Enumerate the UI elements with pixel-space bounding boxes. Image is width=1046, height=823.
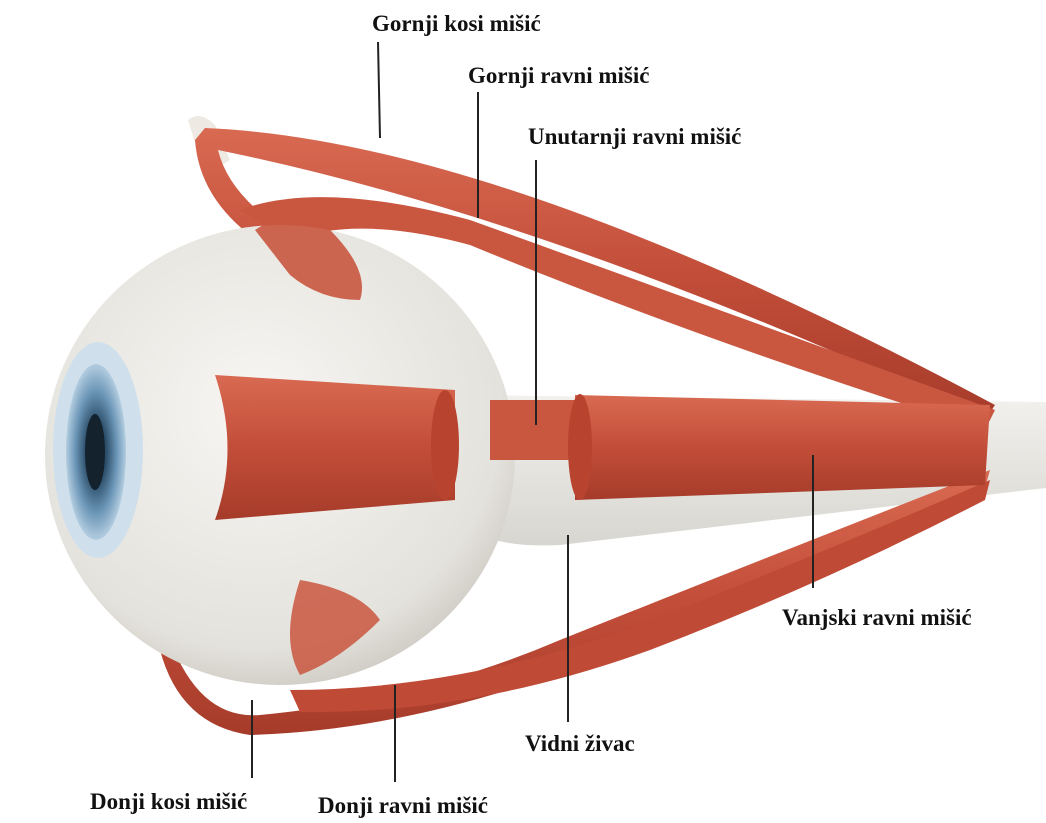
lateral-rectus-cut-back: [568, 394, 592, 500]
leader-gornji-kosi: [378, 42, 380, 138]
label-donji-kosi-misic: Donji kosi mišić: [90, 790, 247, 813]
label-vidni-zivac: Vidni živac: [525, 732, 635, 755]
label-gornji-ravni-misic: Gornji ravni mišić: [468, 64, 649, 87]
label-vanjski-ravni-misic: Vanjski ravni mišić: [782, 606, 972, 629]
lateral-rectus-posterior: [575, 395, 990, 500]
label-gornji-kosi-misic: Gornji kosi mišić: [372, 12, 541, 35]
label-donji-ravni-misic: Donji ravni mišić: [318, 794, 488, 817]
lateral-rectus-cut-front: [431, 390, 459, 500]
lateral-rectus-insertion: [215, 375, 455, 520]
pupil: [85, 414, 105, 490]
label-unutarnji-ravni-misic: Unutarnji ravni mišić: [528, 125, 741, 148]
